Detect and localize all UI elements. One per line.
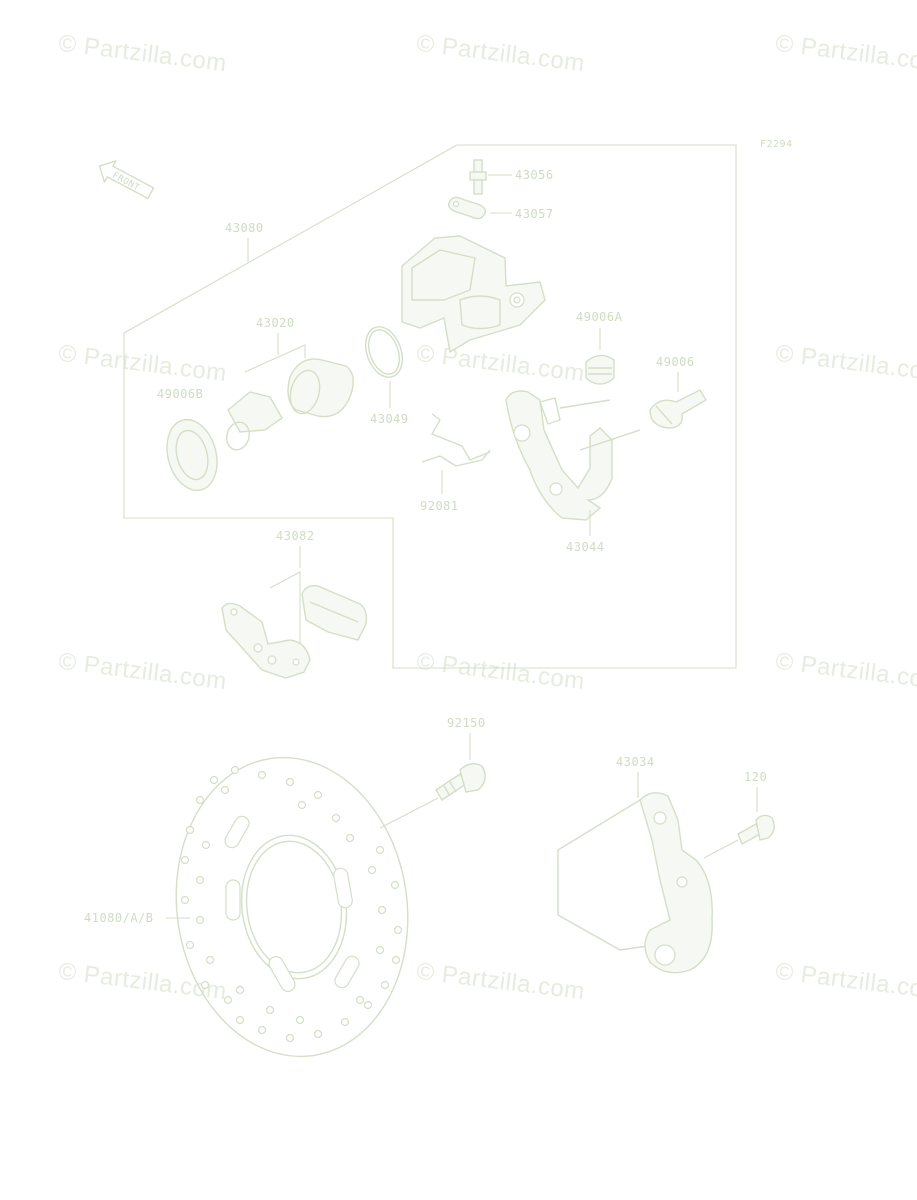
caliper-body-part	[401, 235, 546, 354]
label-spring: 92081	[420, 499, 459, 513]
label-assembly: 43080	[225, 221, 264, 235]
label-disc: 41080/A/B	[84, 911, 154, 925]
label-bolt: 92150	[447, 716, 486, 730]
bracket-part	[505, 390, 641, 521]
screw-part	[737, 814, 775, 845]
figure-code: F2294	[760, 139, 793, 150]
label-caliper-holder: 43034	[616, 755, 655, 769]
label-piston-seal: 43049	[370, 412, 409, 426]
brake-pad-part	[301, 584, 368, 641]
label-dust-boot-a: 49006A	[576, 310, 623, 324]
label-screw: 120	[744, 770, 767, 784]
dust-boot-part	[649, 389, 707, 429]
label-pad-set: 43082	[276, 529, 315, 543]
piston-part	[287, 358, 354, 418]
front-arrow-icon: FRONT	[98, 160, 155, 200]
spring-part	[421, 413, 491, 467]
label-bracket: 43044	[566, 540, 605, 554]
bolt-part	[435, 763, 486, 801]
dust-boot-a-part	[585, 354, 615, 385]
caliper-holder-part	[557, 792, 713, 974]
label-dust-boot: 49006	[656, 355, 695, 369]
label-seal: 49006B	[157, 387, 203, 401]
label-bleed-valve: 43056	[515, 168, 554, 182]
front-arrow-label: FRONT	[110, 171, 141, 194]
piston-insert-part	[226, 391, 283, 451]
piston-seal-part	[365, 326, 403, 378]
assembly-boundary	[123, 144, 737, 669]
label-bleed-cap: 43057	[515, 207, 554, 221]
bleed-valve-part	[469, 159, 487, 195]
pad-shim-part	[221, 602, 311, 679]
bleed-cap-part	[447, 196, 487, 220]
brake-disc-part	[175, 756, 409, 1058]
label-piston-kit: 43020	[256, 316, 295, 330]
disc-vent-holes	[180, 765, 403, 1043]
seal-part	[166, 418, 218, 492]
